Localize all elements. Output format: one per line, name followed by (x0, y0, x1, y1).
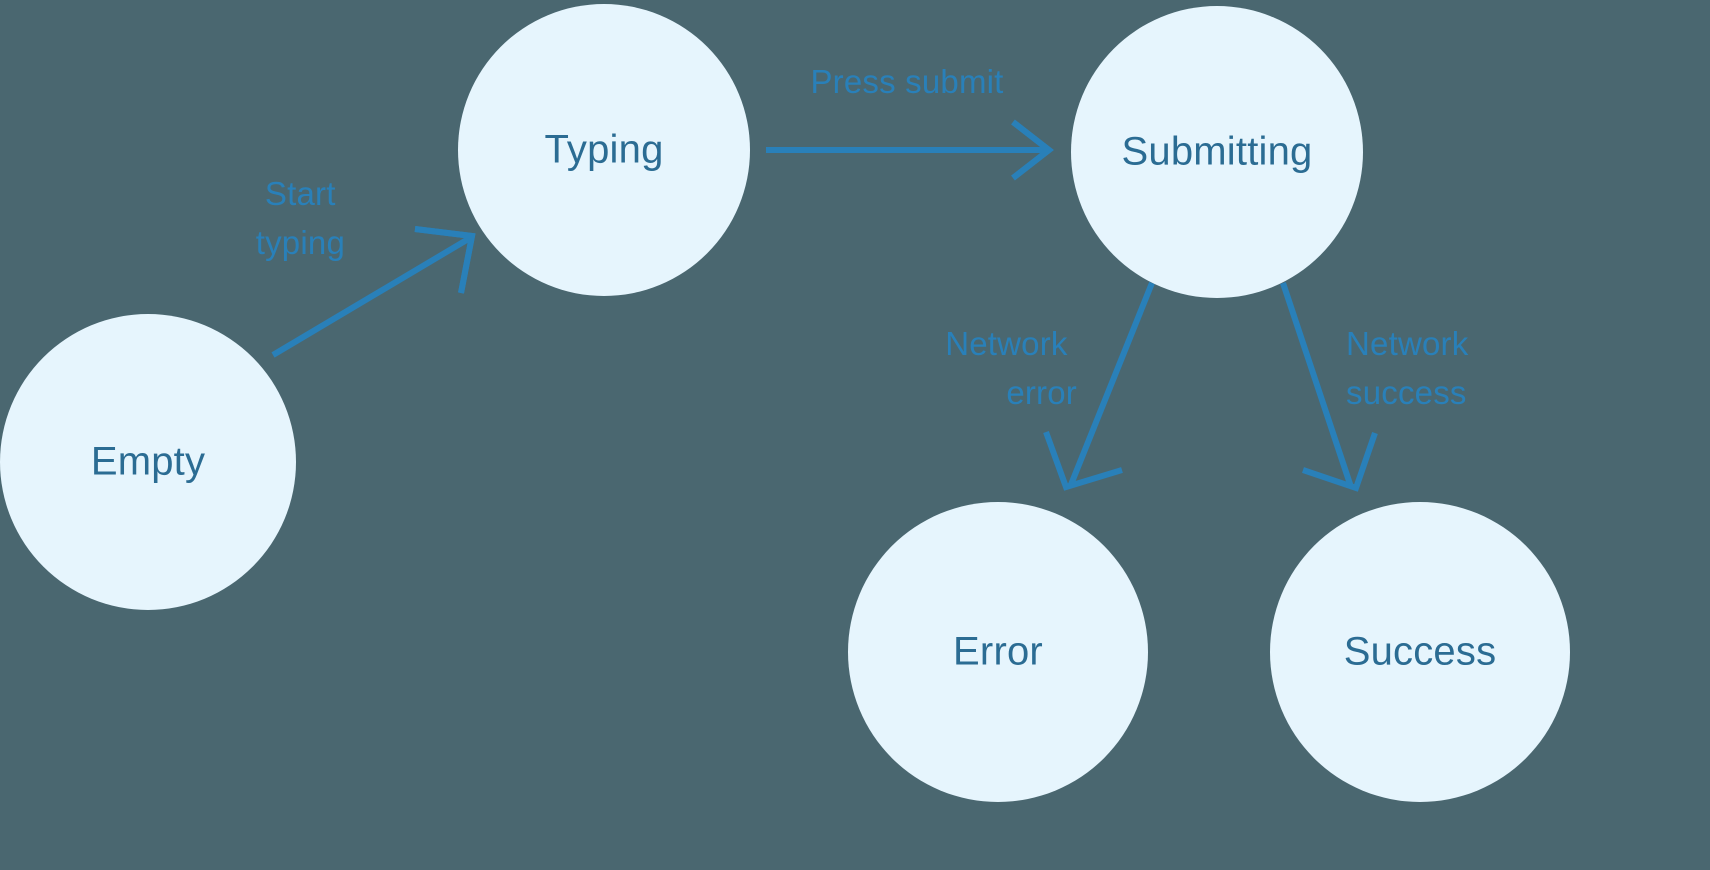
edge-label-submitting-to-success: Network success (1346, 325, 1478, 411)
state-node-submitting[interactable]: Submitting (1071, 6, 1363, 298)
state-node-empty-circle[interactable] (0, 314, 296, 610)
edge-typing-to-submitting: Press submit (766, 63, 1054, 181)
edge-label-submitting-to-error: Network error (945, 325, 1077, 411)
state-node-submitting-circle[interactable] (1071, 6, 1363, 298)
state-node-typing-label: Typing (544, 128, 663, 172)
state-node-error-circle[interactable] (848, 502, 1148, 802)
arrowhead-typing-to-submitting-overlay (1011, 119, 1054, 181)
arrowhead-submitting-to-success (1302, 432, 1378, 492)
edge-line-submitting-to-error (1067, 281, 1155, 489)
state-node-error[interactable]: Error (848, 502, 1148, 802)
state-node-typing[interactable]: Typing (458, 4, 750, 296)
arrowhead-submitting-to-error (1043, 430, 1123, 491)
edge-empty-to-typing: Start typing (256, 175, 476, 358)
state-node-empty-label: Empty (91, 440, 205, 484)
state-node-empty[interactable]: Empty (0, 314, 296, 610)
state-node-error-label: Error (953, 630, 1043, 674)
edge-label-typing-to-submitting: Press submit (810, 63, 1003, 100)
state-node-success[interactable]: Success (1270, 502, 1570, 802)
arrowhead-overlays (414, 119, 1054, 294)
edge-line-submitting-to-success (1280, 282, 1354, 488)
edge-submitting-to-success: Network success (1280, 282, 1478, 492)
state-node-success-circle[interactable] (1270, 502, 1570, 802)
arrowhead-empty-to-typing-overlay (414, 226, 476, 294)
edge-submitting-to-error: Network error (945, 281, 1155, 491)
state-node-typing-circle[interactable] (458, 4, 750, 296)
edge-line-empty-to-typing (271, 235, 472, 358)
state-node-submitting-label: Submitting (1122, 130, 1313, 174)
state-node-success-label: Success (1344, 630, 1497, 674)
edge-label-empty-to-typing: Start typing (256, 175, 345, 261)
